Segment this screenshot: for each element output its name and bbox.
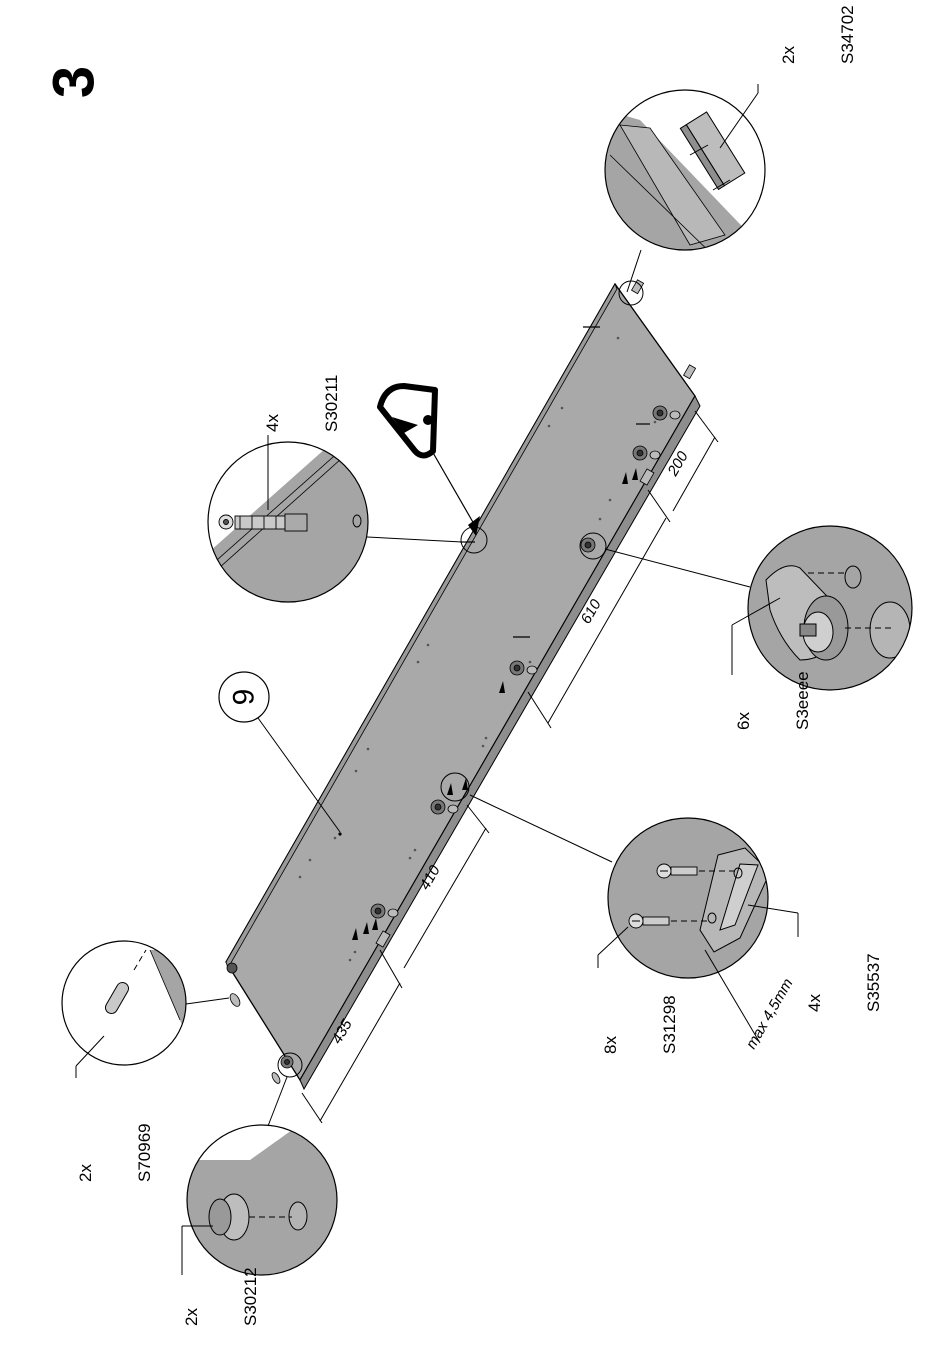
callout-s35537-code: S35537 <box>864 953 884 1012</box>
part-label-9-text: 9 <box>228 689 261 706</box>
callout-s30211-code: S30211 <box>322 375 342 432</box>
callout-s34702-qty: 2x <box>779 5 799 64</box>
callout-s31298: 8x S31298 <box>562 995 718 1054</box>
callout-s30211: 4x S30211 <box>224 375 380 432</box>
warning-triangle-icon <box>380 386 480 536</box>
callout-s35537-qty: 4x <box>805 953 825 1012</box>
callout-s34702: 2x S34702 <box>740 5 896 64</box>
callout-s30212-code: S30212 <box>241 1267 261 1326</box>
callout-s3eeee-qty: 6x <box>734 671 754 730</box>
zoom-s30211 <box>200 435 462 620</box>
zoom-s3eeee <box>605 526 912 690</box>
callout-s35537: 4x S35537 <box>766 953 922 1012</box>
callout-s31298-qty: 8x <box>601 995 621 1054</box>
callout-s70969: 2x S70969 <box>37 1123 193 1182</box>
callout-s70969-code: S70969 <box>135 1123 155 1182</box>
callout-s34702-code: S34702 <box>838 5 858 64</box>
zoom-s70969 <box>62 941 229 1078</box>
callout-s30212: 2x S30212 <box>143 1267 299 1326</box>
callout-s30211-qty: 4x <box>263 375 283 432</box>
callout-s30212-qty: 2x <box>182 1267 202 1326</box>
callout-s3eeee: 6x S3eeee <box>695 671 851 730</box>
callout-s31298-code: S31298 <box>660 995 680 1054</box>
callout-s70969-qty: 2x <box>76 1123 96 1182</box>
zoom-s34702 <box>605 84 765 292</box>
callout-s3eeee-code: S3eeee <box>793 671 813 730</box>
zoom-s30212 <box>182 1077 337 1290</box>
